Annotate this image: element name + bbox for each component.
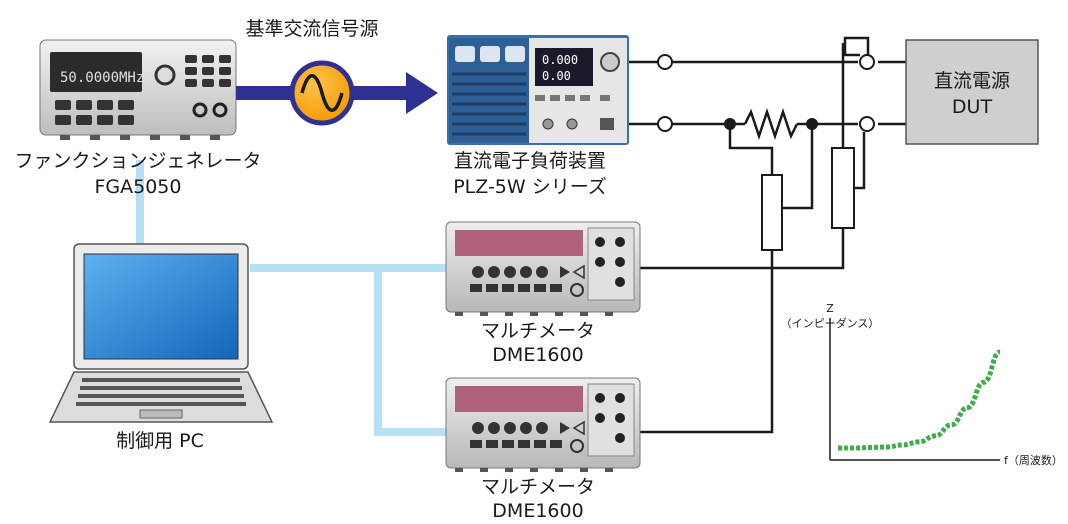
pc-label: 制御用 PC [116,430,204,452]
laptop-image [48,243,274,423]
multimeter-2-model: DME1600 [492,500,583,522]
load-model-label: PLZ-5W シリーズ [453,176,607,198]
impedance-curve [838,349,1002,451]
dut-label-line1: 直流電源 [934,70,1010,92]
dut-label-line2: DUT [952,96,993,118]
chart-y-label: Z [826,302,834,315]
multimeter-1-model: DME1600 [492,344,583,366]
electronic-load-image: 0.000 0.00 [447,35,629,145]
load-display-line1: 0.000 [542,53,578,67]
function-generator-image: 50.0000MHz [39,39,237,140]
junction-dots [724,118,818,130]
fg-model-label: FGA5050 [94,176,181,198]
chart-marks [837,349,1002,451]
multimeter-2-image [445,377,641,472]
fg-display-text: 50.0000MHz [60,70,144,86]
impedance-chart [829,318,1002,461]
resistors [761,147,855,251]
communication-cables [136,160,450,436]
chart-y-sublabel: （インピーダンス） [781,316,880,330]
chart-x-label: f（周波数） [1004,454,1063,467]
multimeter-1-name: マルチメータ [481,320,595,342]
terminal-circles [657,54,875,132]
ac-source-label: 基準交流信号源 [245,18,378,40]
multimeter-1-image [445,221,641,316]
multimeter-2-name: マルチメータ [481,476,595,498]
signal-arrow [236,72,438,114]
load-name-label: 直流電子負荷装置 [454,150,606,172]
measurement-wiring [628,36,910,434]
load-display-line2: 0.00 [542,69,571,83]
fg-name-label: ファンクションジェネレータ [14,150,261,172]
ac-source-icon [289,60,355,126]
dut-box [905,39,1039,145]
